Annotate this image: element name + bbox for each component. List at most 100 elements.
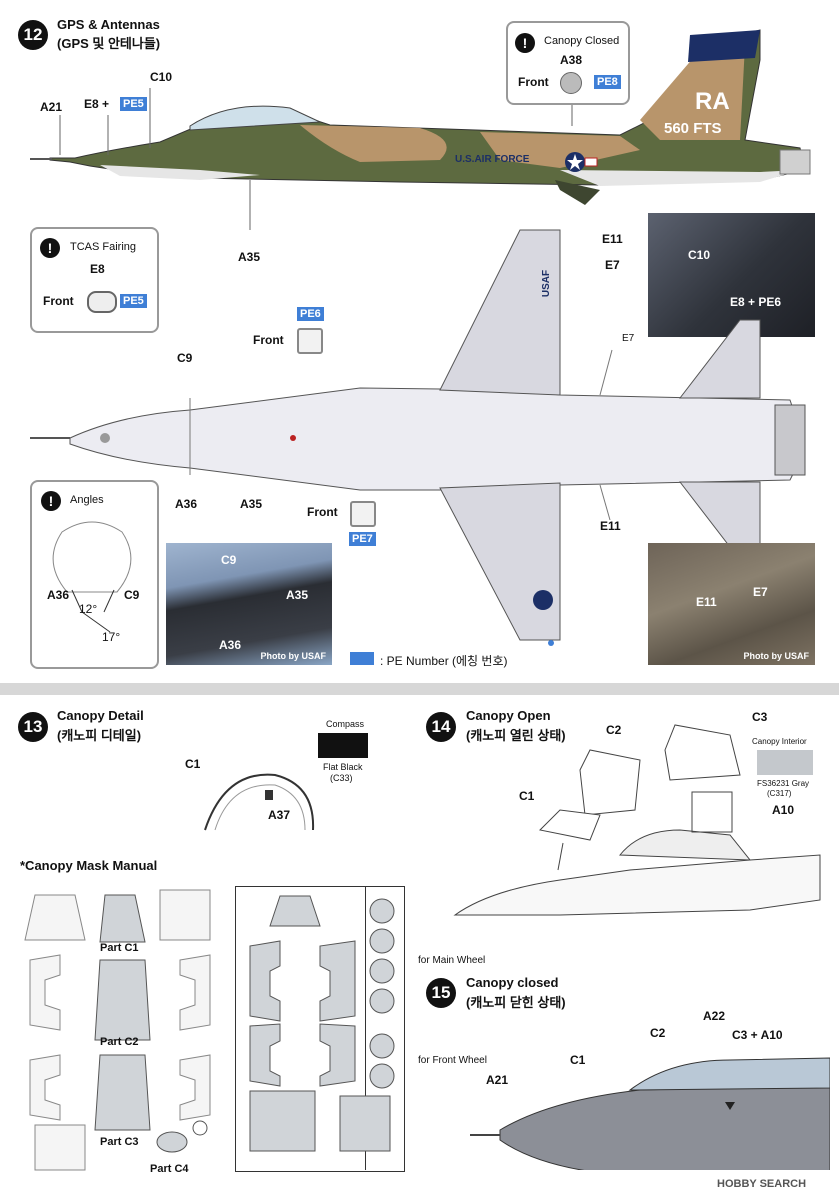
- pe5-badge-side: PE5: [120, 97, 147, 111]
- photo-canopy-detail: C10 E8 + PE6: [648, 213, 815, 337]
- angles-right: C9: [124, 588, 140, 602]
- aircraft-side-view: [30, 29, 811, 230]
- tcas-callout: ! TCAS Fairing E8 Front PE5: [30, 227, 159, 333]
- photo3-e7: E7: [753, 585, 768, 599]
- label-a35-side: A35: [238, 250, 261, 264]
- pe8-badge: PE8: [594, 75, 621, 89]
- photo-wing-root: E11 E7 Photo by USAF: [648, 543, 815, 665]
- step-12-number: 12: [18, 20, 48, 50]
- warning-icon: !: [515, 33, 535, 53]
- step-15-number: 15: [426, 978, 456, 1008]
- step-12-title: GPS & Antennas: [57, 17, 160, 32]
- pe6-badge: PE6: [297, 307, 324, 321]
- tcas-title: TCAS Fairing: [70, 241, 137, 253]
- flat-black-code: (C33): [330, 773, 353, 783]
- main-wheel-label: for Main Wheel: [418, 955, 486, 966]
- interior-color-code: (C317): [767, 789, 792, 798]
- label-e7-side: E7: [605, 258, 620, 272]
- step15-c2: C2: [650, 1026, 666, 1040]
- tcas-fairing-shape: [87, 291, 117, 313]
- pe-legend-swatch: [350, 652, 374, 665]
- step-13-subtitle: (캐노피 디테일): [57, 728, 142, 743]
- mask-sheet: [235, 886, 405, 1172]
- canopy-closed-title: Canopy Closed: [544, 35, 620, 47]
- step-14-title: Canopy Open: [466, 708, 551, 723]
- angles-title: Angles: [70, 494, 104, 506]
- photo1-e8pe6: E8 + PE6: [730, 295, 782, 309]
- antenna-part-circle: [560, 72, 582, 94]
- step-12-subtitle: (GPS 및 안테나들): [57, 36, 161, 51]
- compass-label: Compass: [326, 719, 365, 729]
- tcas-front: Front: [43, 294, 74, 308]
- aircraft-fuselage-text: U.S.AIR FORCE: [455, 154, 530, 165]
- step13-a37: A37: [268, 808, 291, 822]
- flat-black-name: Flat Black: [323, 762, 363, 772]
- pe5-badge-tcas: PE5: [120, 294, 147, 308]
- pe6-part: [297, 328, 323, 354]
- label-c9: C9: [177, 351, 193, 365]
- photo2-credit: Photo by USAF: [260, 651, 327, 661]
- step15-a22: A22: [703, 1009, 726, 1023]
- section-divider: [0, 683, 839, 695]
- front-pe6-label: Front: [253, 333, 284, 347]
- label-e11-bottom: E11: [600, 519, 621, 533]
- part-c3-label: Part C3: [100, 1136, 139, 1148]
- pe7-badge: PE7: [349, 532, 376, 546]
- step-14-subtitle: (캐노피 열린 상태): [466, 728, 566, 743]
- part-c2-label: Part C2: [100, 1036, 139, 1048]
- angles-12: 12°: [79, 602, 98, 616]
- pe7-part: [350, 501, 376, 527]
- label-e8-plus: E8 +: [84, 97, 110, 111]
- angles-17: 17°: [102, 630, 121, 644]
- step14-c2: C2: [606, 723, 622, 737]
- photo2-a35: A35: [286, 588, 309, 602]
- aircraft-bottom-view: [30, 229, 806, 646]
- photo3-e11: E11: [696, 595, 717, 609]
- canopy-mask-parts: [24, 889, 211, 1171]
- aircraft-tail-code: RA: [695, 88, 730, 115]
- label-a21: A21: [40, 100, 63, 114]
- step14-c3: C3: [752, 710, 768, 724]
- part-c4-label: Part C4: [150, 1163, 189, 1175]
- angles-left: A36: [47, 588, 70, 602]
- canopy-closed-callout: ! Canopy Closed A38 Front PE8: [506, 21, 630, 105]
- canopy-open-drawing: [453, 724, 821, 916]
- label-a36: A36: [175, 497, 198, 511]
- label-c10: C10: [150, 70, 173, 84]
- step14-a10: A10: [772, 803, 795, 817]
- mask-sheet-wheel-column: [365, 886, 404, 1170]
- front-pe7-label: Front: [307, 505, 338, 519]
- warning-icon: !: [40, 238, 60, 258]
- aircraft-squadron: 560 FTS: [664, 120, 722, 137]
- front-wheel-label: for Front Wheel: [418, 1055, 487, 1066]
- hobby-search-watermark: HOBBY SEARCH: [717, 1178, 807, 1190]
- wing-usaf: USAF: [541, 269, 553, 298]
- step-14-number: 14: [426, 712, 456, 742]
- part-c1-label: Part C1: [100, 942, 139, 954]
- mask-sheet-parts: [249, 895, 395, 1152]
- step14-c1: C1: [519, 789, 535, 803]
- step-15-title: Canopy closed: [466, 975, 559, 990]
- step-13-title: Canopy Detail: [57, 708, 144, 723]
- photo2-a36: A36: [219, 638, 242, 652]
- canopy-frame-drawing: [204, 773, 315, 831]
- angles-callout: ! Angles A36 C9 12° 17°: [30, 480, 159, 669]
- step15-c1: C1: [570, 1053, 586, 1067]
- photo-fuselage-side: C9 A35 A36 Photo by USAF: [166, 543, 332, 665]
- label-a35-bottom: A35: [240, 497, 263, 511]
- photo1-c10: C10: [688, 248, 711, 262]
- mask-manual-title: *Canopy Mask Manual: [20, 858, 158, 873]
- canopy-closed-front: Front: [518, 75, 549, 89]
- step15-a21: A21: [486, 1073, 509, 1087]
- angles-diagram: [52, 521, 132, 633]
- canopy-closed-drawing: [470, 1057, 830, 1170]
- canopy-interior-label: Canopy Interior: [752, 737, 807, 746]
- interior-color-name: FS36231 Gray: [757, 779, 810, 788]
- step-13-number: 13: [18, 712, 48, 742]
- tcas-part: E8: [90, 262, 105, 276]
- warning-icon: !: [41, 491, 61, 511]
- step15-c3a10: C3 + A10: [732, 1028, 783, 1042]
- label-e7-bottom: E7: [622, 333, 635, 344]
- photo2-c9: C9: [221, 553, 237, 567]
- label-e11-side: E11: [602, 232, 623, 246]
